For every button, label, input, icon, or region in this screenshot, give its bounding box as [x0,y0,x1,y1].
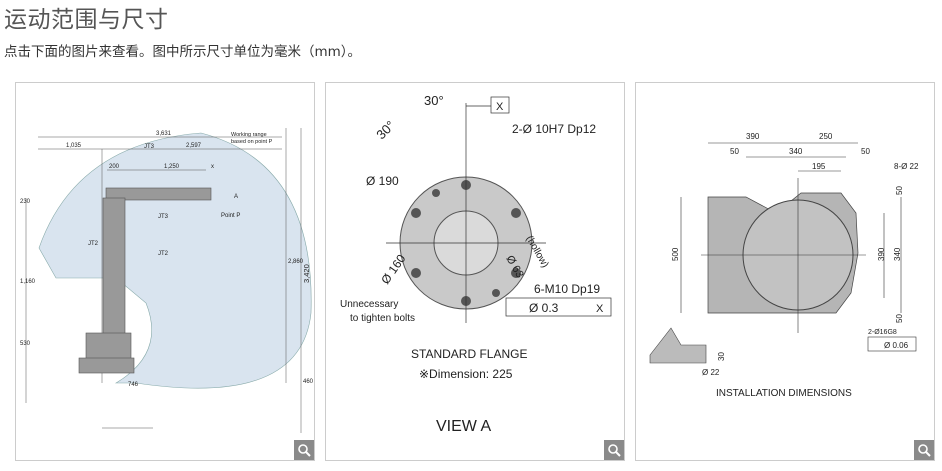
zoom-button[interactable] [914,440,934,460]
standard-flange-image[interactable]: 30° 30° X 2-Ø 10H7 Dp12 Ø 190 Ø 160 (hol… [325,82,625,461]
label-holes: 2-Ø 10H7 Dp12 [512,122,596,136]
dim-h50-top: 50 [895,186,904,195]
dim-d22: Ø 22 [702,368,720,377]
installation-dimensions-drawing: 390 250 50 340 50 195 8-Ø 22 500 50 390 … [649,132,919,399]
angle-30-top: 30° [424,93,444,108]
label-jt3-top: JT3 [144,144,155,150]
tolerance-value: Ø 0.3 [529,301,559,315]
datum-x: X [496,101,504,113]
dim-1250: 1,250 [164,164,180,170]
caption-installation: INSTALLATION DIMENSIONS [716,388,852,399]
note-tighten-bolts: to tighten bolts [350,313,415,324]
label-point-a: A [234,194,238,200]
dim-w195: 195 [812,162,826,171]
tolerance-value: Ø 0.06 [884,341,909,350]
dim-w250: 250 [819,132,833,141]
dim-530: 530 [20,341,31,347]
dim-w340: 340 [789,147,803,156]
label-jt2-left: JT2 [88,241,99,247]
dim-h30: 30 [717,352,726,361]
label-working-range: Working range [231,132,267,138]
dim-746: 746 [128,382,139,388]
label-holes: 8-Ø 22 [894,162,919,171]
dim-x: x [211,164,214,170]
label-jt3-mid: JT3 [158,214,169,220]
magnifier-icon [608,444,621,457]
tolerance-datum: X [596,303,604,315]
zoom-button[interactable] [604,440,624,460]
dim-230: 230 [20,199,31,205]
caption-dimension: ※Dimension: 225 [419,367,513,381]
dim-3420: 3,420 [302,264,311,283]
dim-2860: 2,860 [288,259,304,265]
dim-h390: 390 [877,247,886,261]
dim-200: 200 [109,164,120,170]
label-based-on: based on point P [231,139,273,145]
note-unnecessary: Unnecessary [340,299,398,310]
caption-standard-flange: STANDARD FLANGE [411,347,527,361]
dim-overall-width: 3,631 [156,131,172,137]
label-jt2-right: JT2 [158,251,169,257]
label-tap: 6-M10 Dp19 [534,282,600,296]
zoom-button[interactable] [294,440,314,460]
magnifier-icon [298,444,311,457]
dim-d190: Ø 190 [366,174,399,188]
dim-right-width: 2,597 [186,143,202,149]
caption-view-a: VIEW A [436,418,491,435]
dim-h340: 340 [893,247,902,261]
standard-flange-drawing: 30° 30° X 2-Ø 10H7 Dp12 Ø 190 Ø 160 (hol… [340,93,612,435]
magnifier-icon [918,444,931,457]
working-range-drawing: 3,631 1,035 2,597 200 1,250 x Working ra… [20,128,314,433]
label-pins: 2-Ø16G8 [868,329,897,336]
dim-h500: 500 [671,247,680,261]
label-point-p: Point P [221,213,240,219]
installation-dimensions-image[interactable]: 390 250 50 340 50 195 8-Ø 22 500 50 390 … [635,82,935,461]
dim-left-width: 1,035 [66,143,82,149]
working-range-image[interactable]: 3,631 1,035 2,597 200 1,250 x Working ra… [15,82,315,461]
dim-h50-bottom: 50 [895,314,904,323]
dim-1160: 1,160 [20,279,36,285]
section-title: 运动范围与尺寸 [4,7,169,33]
dim-w390: 390 [746,132,760,141]
dim-460: 460 [303,379,314,385]
dim-d160: Ø 160 [378,252,408,287]
dim-w50-left: 50 [730,147,739,156]
section-subtitle: 点击下面的图片来查看。图中所示尺寸单位为毫米（mm）。 [4,44,362,60]
dim-w50-right: 50 [861,147,870,156]
angle-30-left: 30° [373,118,398,143]
